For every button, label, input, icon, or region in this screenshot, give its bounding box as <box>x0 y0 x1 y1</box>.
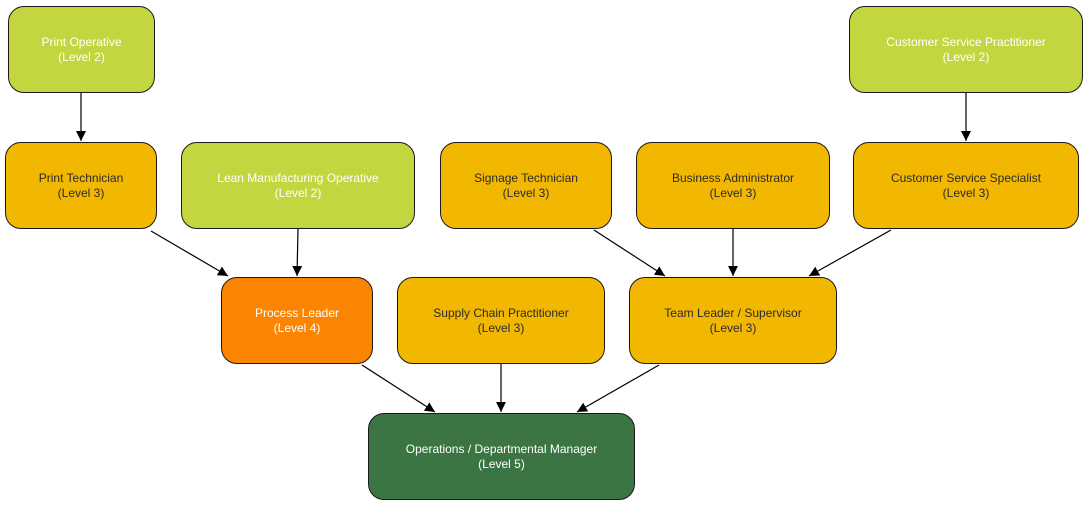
node-title: Lean Manufacturing Operative <box>217 170 379 185</box>
node-level: (Level 5) <box>478 456 525 471</box>
node-customer-service-practitioner: Customer Service Practitioner (Level 2) <box>849 6 1083 93</box>
node-title: Process Leader <box>254 305 340 320</box>
edge-process-leader-to-ops-manager <box>361 364 436 413</box>
edge-team-leader-to-ops-manager <box>576 364 660 413</box>
node-operations-departmental-manager: Operations / Departmental Manager (Level… <box>368 413 635 500</box>
node-title: Signage Technician <box>474 170 578 185</box>
node-level: (Level 3) <box>942 185 990 200</box>
node-title: Operations / Departmental Manager <box>405 441 598 456</box>
node-title: Customer Service Specialist <box>890 170 1042 185</box>
node-level: (Level 2) <box>274 185 322 200</box>
node-level: (Level 3) <box>477 320 525 335</box>
node-level: (Level 3) <box>502 185 550 200</box>
node-signage-technician: Signage Technician (Level 3) <box>440 142 612 229</box>
node-level: (Level 2) <box>58 49 105 64</box>
node-level: (Level 4) <box>273 320 321 335</box>
node-level: (Level 2) <box>942 49 990 64</box>
node-customer-service-specialist: Customer Service Specialist (Level 3) <box>853 142 1079 229</box>
node-lean-manufacturing-operative: Lean Manufacturing Operative (Level 2) <box>181 142 415 229</box>
node-level: (Level 3) <box>709 185 757 200</box>
node-supply-chain-practitioner: Supply Chain Practitioner (Level 3) <box>397 277 605 364</box>
node-level: (Level 3) <box>57 185 105 200</box>
node-process-leader: Process Leader (Level 4) <box>221 277 373 364</box>
node-team-leader-supervisor: Team Leader / Supervisor (Level 3) <box>629 277 837 364</box>
node-title: Supply Chain Practitioner <box>433 305 569 320</box>
node-print-operative: Print Operative (Level 2) <box>8 6 155 93</box>
node-business-administrator: Business Administrator (Level 3) <box>636 142 830 229</box>
edge-print-technician-to-process-leader <box>150 230 229 277</box>
node-print-technician: Print Technician (Level 3) <box>5 142 157 229</box>
node-title: Print Technician <box>38 170 124 185</box>
node-title: Team Leader / Supervisor <box>664 305 802 320</box>
node-title: Business Administrator <box>671 170 795 185</box>
node-title: Print Operative <box>41 34 122 49</box>
edge-signage-to-team-leader <box>593 229 666 277</box>
node-title: Customer Service Practitioner <box>886 34 1046 49</box>
edge-cs-specialist-to-team-leader <box>808 229 892 277</box>
edge-lean-mfg-to-process-leader <box>292 228 303 277</box>
node-level: (Level 3) <box>709 320 757 335</box>
